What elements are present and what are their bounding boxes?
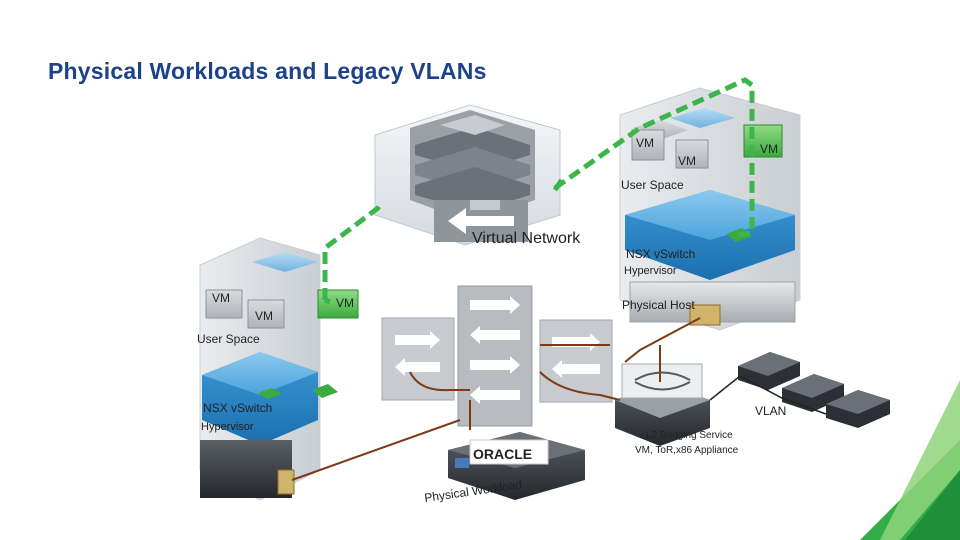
oracle-logo: ORACLE [473,446,532,462]
right-user-space-label: User Space [621,178,684,192]
right-vm-label-1: VM [636,136,654,150]
left-vm-label-1: VM [212,291,230,305]
right-vm-label-3: VM [760,142,778,156]
l2-bridge-appliance [615,363,710,446]
left-user-space-label: User Space [197,332,260,346]
switch-cluster [381,285,613,427]
l2-bridging-service-label: L2 Bridging Service [646,430,733,441]
corner-decoration [860,380,960,540]
physical-cables [291,317,701,481]
virtual-network-label: Virtual Network [472,230,581,247]
right-vm-label-2: VM [678,154,696,168]
left-host [199,237,359,501]
l2-bridging-appliance-types-label: VM, ToR,x86 Appliance [635,445,739,456]
left-vm-label-3: VM [336,296,354,310]
right-vm-blue [670,108,735,128]
left-hypervisor-label: Hypervisor [201,421,254,433]
slide-title: Physical Workloads and Legacy VLANs [48,58,487,84]
right-physical-host-label: Physical Host [622,298,695,312]
virtual-network-arrows [434,200,528,242]
left-vm-label-2: VM [255,309,273,323]
overlay-tunnel [322,77,755,305]
right-vswitch-label: NSX vSwitch [626,247,695,261]
vlan-servers [709,352,890,428]
right-hypervisor-label: Hypervisor [624,265,677,277]
right-host [619,87,801,331]
physical-workload-server [448,432,585,500]
left-vswitch-label: NSX vSwitch [203,401,272,415]
vlan-label: VLAN [755,404,786,418]
central-server-stack [374,104,561,246]
